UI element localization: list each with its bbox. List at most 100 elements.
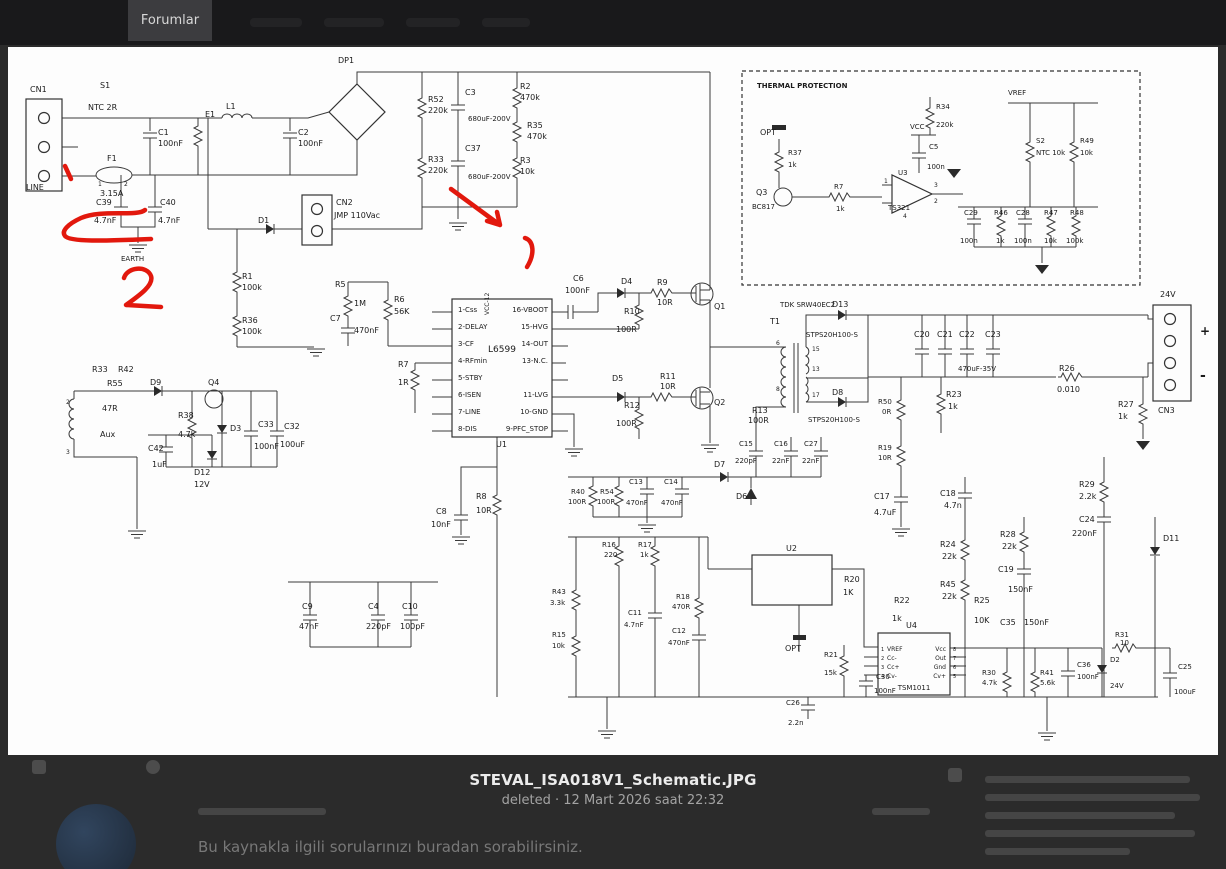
schematic-label: LINE [26,183,44,192]
top-navbar: Forumlar [0,0,1226,45]
schematic-label: R30 [982,669,996,677]
schematic-label: C14 [664,478,678,486]
schematic-label: 11-LVG [523,391,548,399]
schematic-label: Out [935,655,947,662]
schematic-label: 2 [881,656,884,662]
schematic-label: R33 [92,365,108,374]
nav-item-placeholder[interactable] [250,18,302,27]
schematic-label: R5 [335,280,346,289]
schematic-label: R1 [242,272,253,281]
schematic-label: D5 [612,374,623,383]
schematic-label: VREF [1008,89,1026,97]
schematic-label: CN2 [336,198,353,207]
schematic-label: NTC 2R [88,103,118,112]
nav-item-placeholder[interactable] [406,18,460,27]
schematic-label: 470k [520,93,540,102]
schematic-label: C30 [876,673,890,681]
schematic-label: R47 [1044,209,1058,217]
schematic-label: R9 [657,278,668,287]
schematic-label: C3 [465,88,476,97]
schematic-label: 10k [552,642,566,650]
schematic-label: 4 [903,213,907,220]
schematic-label: 4.7nF [624,621,644,629]
schematic-label: U2 [786,544,797,553]
nav-item-placeholder[interactable] [482,18,530,27]
schematic-label: C19 [998,565,1014,574]
schematic-label: C6 [573,274,584,283]
schematic-label: R3 [520,156,531,165]
schematic-label: C9 [302,602,313,611]
schematic-label: D8 [832,388,843,397]
schematic-label: U4 [906,621,917,630]
schematic-label: Cv- [887,673,897,680]
schematic-label: C17 [874,492,890,501]
schematic-label: R49 [1080,137,1094,145]
schematic-label: 4 [881,674,884,680]
schematic-label: R54 [600,488,614,496]
schematic-label: R16 [602,541,616,549]
schematic-label: C33 [258,420,274,429]
schematic-label: D7 [714,460,725,469]
schematic-label: R13 [752,406,768,415]
schematic-label: Gnd [934,664,946,671]
schematic-label: 3.15A [100,189,124,198]
schematic-label: 10R [657,298,673,307]
schematic-label: OPT [760,128,776,137]
schematic-label: 10k [1080,149,1094,157]
schematic-label: 15-HVG [521,323,548,331]
schematic-label: 24V [1110,682,1124,690]
schematic-label: R6 [394,295,405,304]
schematic-label: R2 [520,82,531,91]
schematic-label: 8-DIS [458,425,477,433]
comment-meta-placeholder [198,808,326,815]
schematic-label: 100R [748,416,769,425]
schematic-label: + [1200,324,1210,338]
lightbox-filename: STEVAL_ISA018V1_Schematic.JPG [469,771,757,789]
schematic-label: CN3 [1158,406,1175,415]
schematic-label: C20 [914,330,930,339]
schematic-label: Q4 [208,378,219,387]
schematic-label: R24 [940,540,956,549]
schematic-label: R8 [476,492,487,501]
schematic-label: 100n [1014,237,1032,245]
schematic-label: R52 [428,95,444,104]
schematic-label: R17 [638,541,652,549]
schematic-label: 1 [98,181,102,188]
schematic-label: R23 [946,390,962,399]
schematic-label: 3-CF [458,340,474,348]
clock-icon[interactable] [146,760,160,774]
schematic-label: JMP 110Vac [333,211,380,220]
schematic-label: C1 [158,128,169,137]
schematic-label: TSM1011 [897,684,931,692]
schematic-label: Cc- [887,655,897,662]
schematic-label: 10 [1120,639,1129,647]
bookmark-icon[interactable] [948,768,962,782]
nav-item-placeholder[interactable] [324,18,384,27]
sidebar-text-placeholder [985,812,1175,819]
user-avatar[interactable] [56,804,136,869]
schematic-label: CN1 [30,85,47,94]
schematic-label: 100n [927,163,945,171]
schematic-label: 1K [843,588,854,597]
schematic-label: 2.2n [788,719,804,727]
schematic-label: C8 [436,507,447,516]
schematic-label: 4-RFmin [458,357,487,365]
schematic-label: TDK SRW40EC2 [779,301,835,309]
schematic-label: Q2 [714,398,725,407]
schematic-label: 4.7nF [158,216,181,225]
schematic-label: Vcc [935,646,946,653]
schematic-label: T1 [769,317,780,326]
schematic-label: - [1200,368,1206,384]
schematic-label: R11 [660,372,676,381]
schematic-label: 1k [640,551,649,559]
schematic-label: 10k [520,167,535,176]
tab-forumlar[interactable]: Forumlar [128,0,212,41]
schematic-label: 6 [776,340,780,347]
schematic-wires [62,71,1171,731]
schematic-label: R37 [788,149,802,157]
schematic-label: 470k [527,132,547,141]
schematic-label: 1 [881,647,884,653]
list-icon[interactable] [32,760,46,774]
schematic-label: R12 [624,401,640,410]
